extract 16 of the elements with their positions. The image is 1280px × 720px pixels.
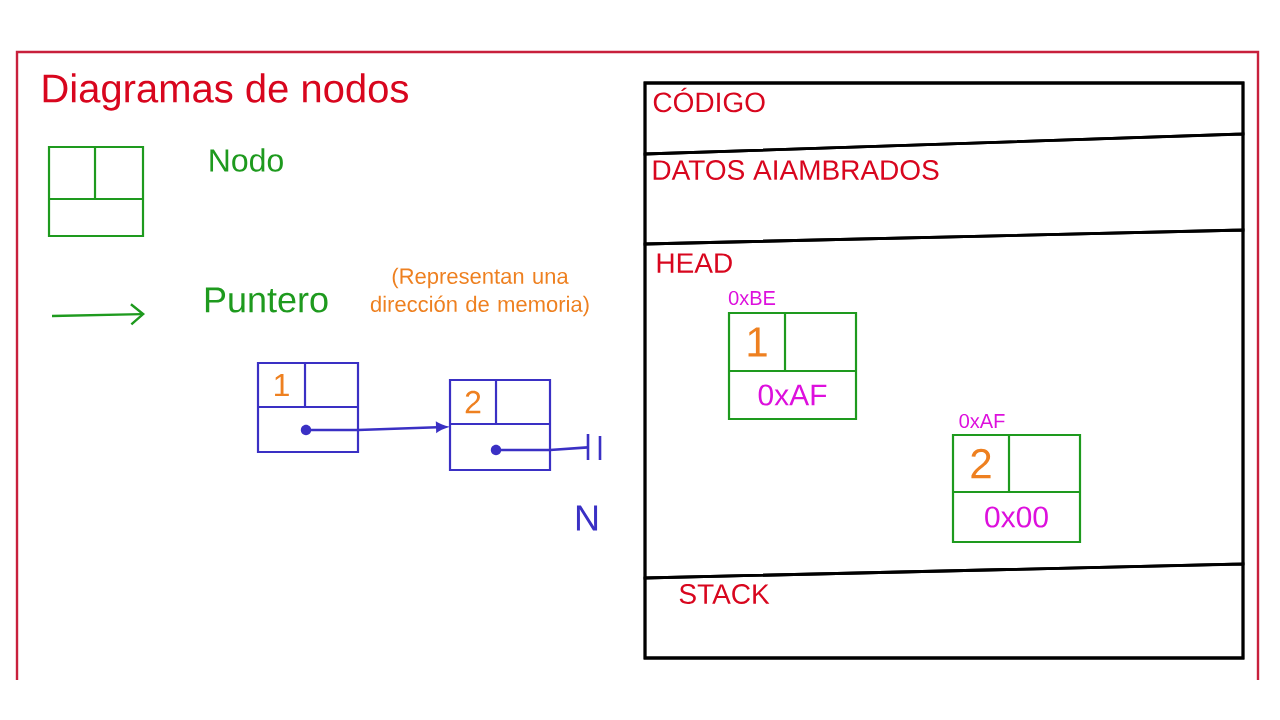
node-box: 2 0x00 [951, 433, 1082, 544]
pointer-arrow [357, 422, 447, 433]
address-label: 0xAF [959, 413, 1005, 429]
null-terminator [586, 432, 602, 462]
address-label: 0xBE [728, 290, 776, 306]
title: Diagramas de nodos [43, 73, 408, 111]
text-label: N [576, 505, 598, 531]
node-box: 1 0xAF [727, 311, 858, 421]
node-box: 2 [448, 378, 552, 472]
text-label: Nodo [210, 148, 283, 172]
note-text: (Representan una dirección de memoria) [370, 267, 589, 317]
memory-section: CÓDIGO [643, 81, 1245, 156]
node-box: 1 [256, 361, 360, 454]
memory-section: DATOS AIAMBRADOS [643, 132, 1245, 246]
memory-section: STACK [643, 562, 1245, 660]
text-label: Puntero [205, 287, 328, 313]
